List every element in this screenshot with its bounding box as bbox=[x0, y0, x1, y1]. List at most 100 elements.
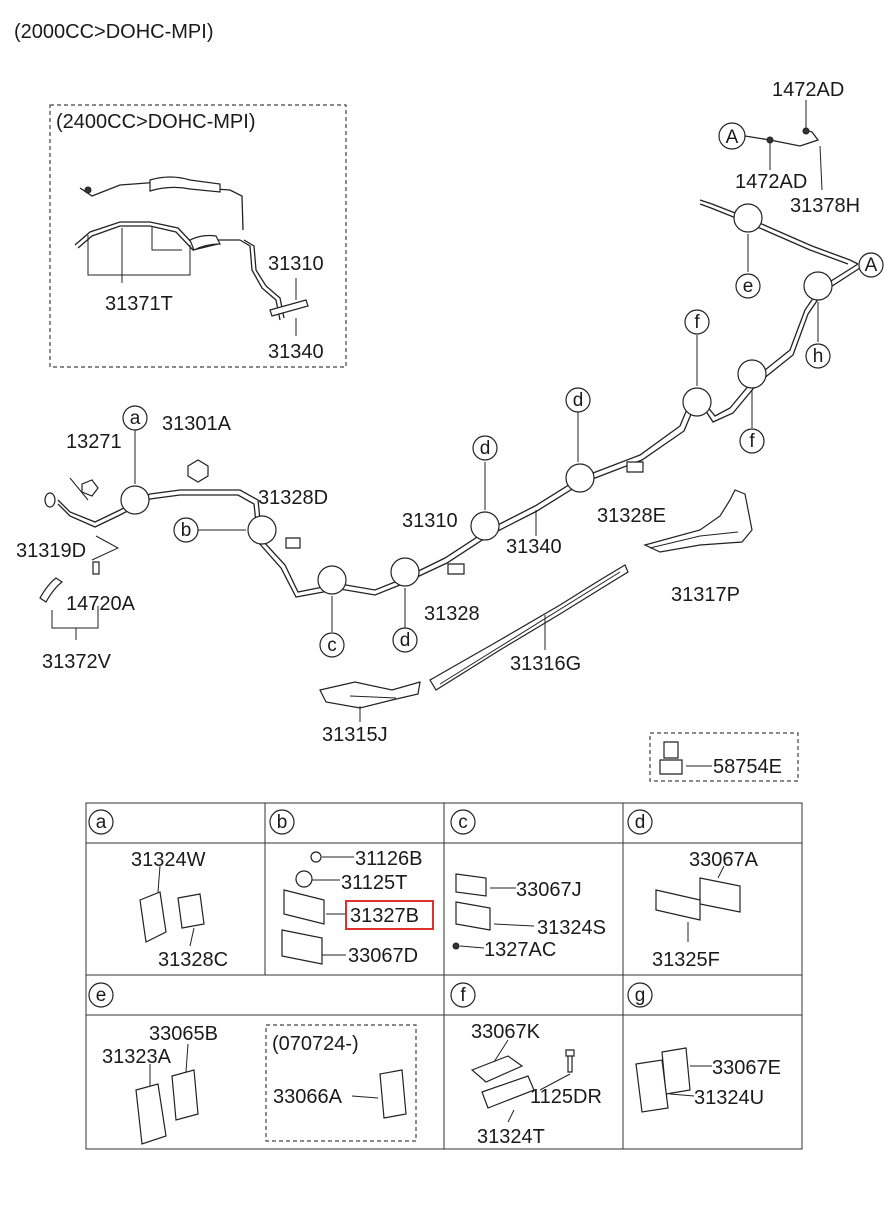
label-31125T: 31125T bbox=[341, 872, 407, 894]
label-1327AC: 1327AC bbox=[484, 939, 556, 961]
clip-33067A bbox=[699, 877, 741, 913]
engine-label: (2000CC>DOHC-MPI) bbox=[14, 21, 213, 43]
svg-text:A: A bbox=[726, 127, 739, 148]
bracket-31324S bbox=[455, 901, 491, 931]
cell-a-marker bbox=[88, 809, 114, 835]
clip-33065B bbox=[171, 1069, 199, 1121]
protector-31317P bbox=[643, 489, 753, 553]
label-31319D: 31319D bbox=[16, 540, 86, 562]
parts-table: a b c d e f g 31324W 31328C 31126B 31125… bbox=[85, 802, 803, 1150]
clip-icon bbox=[766, 136, 774, 144]
svg-text:d: d bbox=[480, 438, 491, 459]
label-31328D: 31328D bbox=[258, 487, 328, 509]
label-31372V: 31372V bbox=[42, 651, 112, 673]
cell-e-marker bbox=[88, 982, 114, 1008]
label-31328E: 31328E bbox=[597, 505, 666, 527]
protectors bbox=[319, 489, 753, 709]
callout-e bbox=[735, 273, 761, 299]
label-33067A: 33067A bbox=[689, 849, 759, 871]
svg-text:a: a bbox=[96, 812, 107, 833]
callout-d bbox=[472, 435, 498, 461]
clip-31328D bbox=[285, 537, 301, 549]
label-31328: 31328 bbox=[424, 603, 480, 625]
clip-31328 bbox=[447, 563, 465, 575]
svg-text:f: f bbox=[694, 312, 700, 333]
label-33067J: 33067J bbox=[516, 879, 582, 901]
clip-icon bbox=[802, 127, 810, 135]
protector-31315J bbox=[319, 681, 421, 709]
callout-c bbox=[319, 632, 345, 658]
cell-b-marker bbox=[269, 809, 295, 835]
label-inset-31340: 31340 bbox=[268, 341, 324, 363]
svg-text:a: a bbox=[130, 408, 141, 429]
svg-text:e: e bbox=[96, 985, 107, 1006]
callout-bubbles: a b c d d d f f h e A bbox=[122, 234, 884, 658]
label-inset-31310: 31310 bbox=[268, 253, 324, 275]
label-31315J: 31315J bbox=[322, 724, 388, 746]
label-31323A: 31323A bbox=[102, 1046, 172, 1068]
bracket-31324T bbox=[481, 1075, 535, 1109]
callout-f bbox=[739, 428, 765, 454]
cell-d-marker bbox=[627, 809, 653, 835]
svg-text:A: A bbox=[865, 255, 878, 276]
label-1472AD-mid: 1472AD bbox=[735, 171, 807, 193]
grommet-31125T bbox=[295, 870, 313, 888]
clip-31328C bbox=[177, 893, 205, 929]
main-labels: 13271 31301A 31319D 31328D 14720A 31372V… bbox=[16, 413, 740, 746]
label-variant: (070724-) bbox=[272, 1033, 359, 1055]
label-33067K: 33067K bbox=[471, 1021, 541, 1043]
inset-engine-label: (2400CC>DOHC-MPI) bbox=[56, 111, 255, 133]
label-31378H: 31378H bbox=[790, 195, 860, 217]
inset-bracket bbox=[269, 299, 309, 317]
label-31324S: 31324S bbox=[537, 917, 606, 939]
callout-b bbox=[173, 517, 199, 543]
connector-a-group: A 1472AD 1472AD 31378H bbox=[718, 79, 860, 217]
callout-a bbox=[122, 405, 148, 431]
svg-text:b: b bbox=[181, 520, 192, 541]
bolt-1327AC bbox=[452, 942, 460, 950]
cell-f-marker bbox=[450, 982, 476, 1008]
label-31317P: 31317P bbox=[671, 584, 740, 606]
label-31324W: 31324W bbox=[131, 849, 206, 871]
cell-c-marker bbox=[450, 809, 476, 835]
inset-hose-upper bbox=[149, 176, 221, 193]
clamp-31324W bbox=[139, 891, 167, 943]
protector-31316G bbox=[429, 564, 629, 691]
o-ring-31319D bbox=[44, 492, 56, 508]
callout-A bbox=[858, 252, 884, 278]
label-13271: 13271 bbox=[66, 431, 122, 453]
pipe-clip-circles bbox=[120, 203, 833, 595]
label-31327B: 31327B bbox=[350, 905, 419, 927]
main-fuel-lines bbox=[39, 199, 861, 603]
inset-hose-lower bbox=[189, 234, 221, 251]
label-58754E: 58754E bbox=[713, 756, 782, 778]
label-31324U: 31324U bbox=[694, 1087, 764, 1109]
svg-text:d: d bbox=[573, 390, 584, 411]
bracket-31324U bbox=[635, 1059, 669, 1113]
svg-text:g: g bbox=[635, 985, 646, 1006]
svg-text:b: b bbox=[277, 812, 288, 833]
clamp-31323A bbox=[135, 1083, 167, 1145]
nut-13271 bbox=[81, 479, 99, 497]
callout-f bbox=[684, 309, 710, 335]
cell-g-marker bbox=[627, 982, 653, 1008]
hose-14720A bbox=[39, 577, 64, 603]
svg-text:h: h bbox=[813, 346, 824, 367]
label-31340: 31340 bbox=[506, 536, 562, 558]
svg-text:c: c bbox=[327, 635, 337, 656]
label-33065B: 33065B bbox=[149, 1023, 218, 1045]
clip-33067K bbox=[470, 1055, 524, 1083]
svg-text:e: e bbox=[743, 276, 754, 297]
svg-text:d: d bbox=[635, 812, 646, 833]
connector-left bbox=[92, 561, 100, 575]
svg-text:c: c bbox=[458, 812, 468, 833]
label-31328C: 31328C bbox=[158, 949, 228, 971]
label-1125DR: 1125DR bbox=[530, 1086, 602, 1108]
label-33066A: 33066A bbox=[273, 1086, 343, 1108]
clip-33067J bbox=[455, 873, 487, 897]
label-31316G: 31316G bbox=[510, 653, 581, 675]
callout-d bbox=[565, 387, 591, 413]
label-14720A: 14720A bbox=[66, 593, 136, 615]
callout-d bbox=[392, 627, 418, 653]
